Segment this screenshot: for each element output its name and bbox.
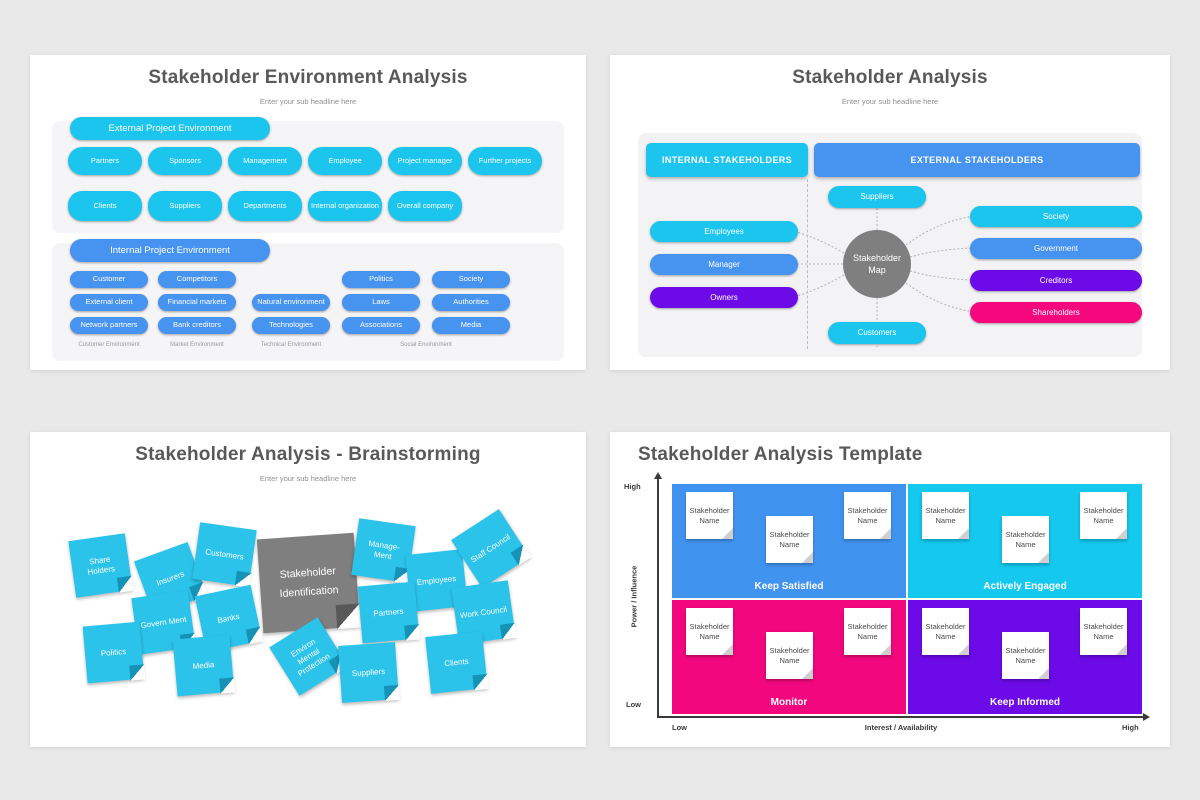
external-environment-header: External Project Environment (70, 117, 270, 140)
stakeholder-note: Stakeholder Name (1080, 608, 1127, 655)
connector-lines (792, 205, 976, 347)
pill-partners: Partners (68, 147, 142, 175)
sticky-note-media: Media (172, 634, 235, 697)
stakeholder-note: Stakeholder Name (922, 608, 969, 655)
y-axis-title: Power / Influence (629, 565, 639, 628)
internal-stakeholders-header: INTERNAL STAKEHOLDERS (646, 143, 808, 177)
stakeholder-map-circle: Stakeholder Map (843, 230, 911, 298)
stakeholder-note: Stakeholder Name (1002, 516, 1049, 563)
quadrant-label-keep-satisfied: Keep Satisfied (754, 581, 824, 592)
power-interest-matrix: Stakeholder Name Stakeholder Name Stakeh… (672, 484, 1142, 714)
pill-manager: Manager (650, 254, 798, 275)
stakeholder-note: Stakeholder Name (766, 632, 813, 679)
pill-network-partners: Network partners (70, 317, 148, 334)
stakeholder-note: Stakeholder Name (686, 492, 733, 539)
x-axis-title: Interest / Availability (864, 723, 938, 732)
pill-departments: Departments (228, 191, 302, 221)
internal-external-divider (807, 179, 808, 349)
y-axis-low-label: Low (626, 700, 641, 709)
stakeholder-note: Stakeholder Name (844, 492, 891, 539)
slide-stakeholder-environment-analysis[interactable]: Stakeholder Environment Analysis Enter y… (30, 55, 586, 370)
label-social-environment: Social Environment (400, 342, 452, 348)
pill-external-client: External client (70, 294, 148, 311)
pill-further-projects: Further projects (468, 147, 542, 175)
label-customer-environment: Customer Environment (78, 342, 140, 348)
slide-stakeholder-analysis-template[interactable]: Stakeholder Analysis Template Stakeholde… (610, 432, 1170, 747)
stakeholder-note: Stakeholder Name (844, 608, 891, 655)
quadrant-keep-satisfied: Stakeholder Name Stakeholder Name Stakeh… (672, 484, 906, 598)
slide-stakeholder-analysis[interactable]: Stakeholder Analysis Enter your sub head… (610, 55, 1170, 370)
y-axis-high-label: High (624, 482, 641, 491)
slide2-subtitle: Enter your sub headline here (841, 97, 939, 106)
pill-internal-organization: Internal organization (308, 191, 382, 221)
slide-stakeholder-brainstorming[interactable]: Stakeholder Analysis - Brainstorming Ent… (30, 432, 586, 747)
pill-employees: Employees (650, 221, 798, 242)
slide2-title: Stakeholder Analysis (792, 67, 988, 88)
slide3-title: Stakeholder Analysis - Brainstorming (135, 444, 481, 465)
pill-customers: Customers (828, 322, 926, 344)
internal-environment-header: Internal Project Environment (70, 239, 270, 262)
sticky-note-share-holders: Share Holders (68, 533, 133, 598)
quadrant-keep-informed: Stakeholder Name Stakeholder Name Stakeh… (908, 600, 1142, 714)
sticky-note-suppliers: Suppliers (338, 642, 399, 703)
external-row-1: Partners Sponsors Management Employee Pr… (68, 147, 542, 175)
pill-suppliers: Suppliers (148, 191, 222, 221)
quadrant-label-keep-informed: Keep Informed (989, 697, 1060, 708)
pill-bank-creditors: Bank creditors (158, 317, 236, 334)
quadrant-label-monitor: Monitor (770, 697, 808, 708)
pill-laws: Laws (342, 294, 420, 311)
pill-natural-environment: Natural environment (252, 294, 330, 311)
x-axis-arrow (1143, 713, 1150, 721)
pill-sponsors: Sponsors (148, 147, 222, 175)
pill-clients: Clients (68, 191, 142, 221)
pill-creditors: Creditors (970, 270, 1142, 291)
external-stakeholders-header: EXTERNAL STAKEHOLDERS (814, 143, 1140, 177)
pill-technologies: Technologies (252, 317, 330, 334)
y-axis-line (657, 478, 659, 716)
y-axis-arrow (654, 472, 662, 479)
pill-shareholders: Shareholders (970, 302, 1142, 323)
pill-society: Society (432, 271, 510, 288)
sticky-note-customers: Customers (192, 522, 257, 587)
pill-associations: Associations (342, 317, 420, 334)
pill-employee: Employee (308, 147, 382, 175)
sticky-note-politics: Politics (82, 621, 145, 684)
stakeholder-note: Stakeholder Name (766, 516, 813, 563)
pill-financial-markets: Financial markets (158, 294, 236, 311)
pill-media: Media (432, 317, 510, 334)
stakeholder-note: Stakeholder Name (686, 608, 733, 655)
quadrant-label-actively-engaged: Actively Engaged (983, 581, 1067, 592)
pill-project-manager: Project manager (388, 147, 462, 175)
label-technical-environment: Technical Environment (260, 342, 322, 348)
pill-customer: Customer (70, 271, 148, 288)
slide1-subtitle: Enter your sub headline here (259, 97, 357, 106)
slide1-title: Stakeholder Environment Analysis (148, 67, 468, 88)
slide3-subtitle: Enter your sub headline here (259, 474, 357, 483)
x-axis-high-label: High (1122, 723, 1139, 732)
label-market-environment: Market Environment (170, 342, 224, 348)
quadrant-actively-engaged: Stakeholder Name Stakeholder Name Stakeh… (908, 484, 1142, 598)
external-row-2: Clients Suppliers Departments Internal o… (68, 191, 462, 221)
stakeholder-note: Stakeholder Name (1080, 492, 1127, 539)
pill-owners: Owners (650, 287, 798, 308)
pill-society: Society (970, 206, 1142, 227)
sticky-note-clients: Clients (425, 631, 488, 694)
pill-politics: Politics (342, 271, 420, 288)
quadrant-monitor: Stakeholder Name Stakeholder Name Stakeh… (672, 600, 906, 714)
x-axis-low-label: Low (672, 723, 687, 732)
x-axis-line (657, 716, 1145, 718)
pill-government: Government (970, 238, 1142, 259)
pill-competitors: Competitors (158, 271, 236, 288)
pill-authorities: Authorities (432, 294, 510, 311)
pill-management: Management (228, 147, 302, 175)
stakeholder-note: Stakeholder Name (1002, 632, 1049, 679)
pill-suppliers: Suppliers (828, 186, 926, 208)
sticky-note-stakeholder-identification: Stakeholder Identification (256, 532, 361, 634)
sticky-note-management: Manage- Ment (351, 518, 416, 583)
stakeholder-note: Stakeholder Name (922, 492, 969, 539)
slide4-title: Stakeholder Analysis Template (638, 444, 923, 465)
sticky-note-partners: Partners (357, 581, 420, 644)
pill-overall-company: Overall company (388, 191, 462, 221)
